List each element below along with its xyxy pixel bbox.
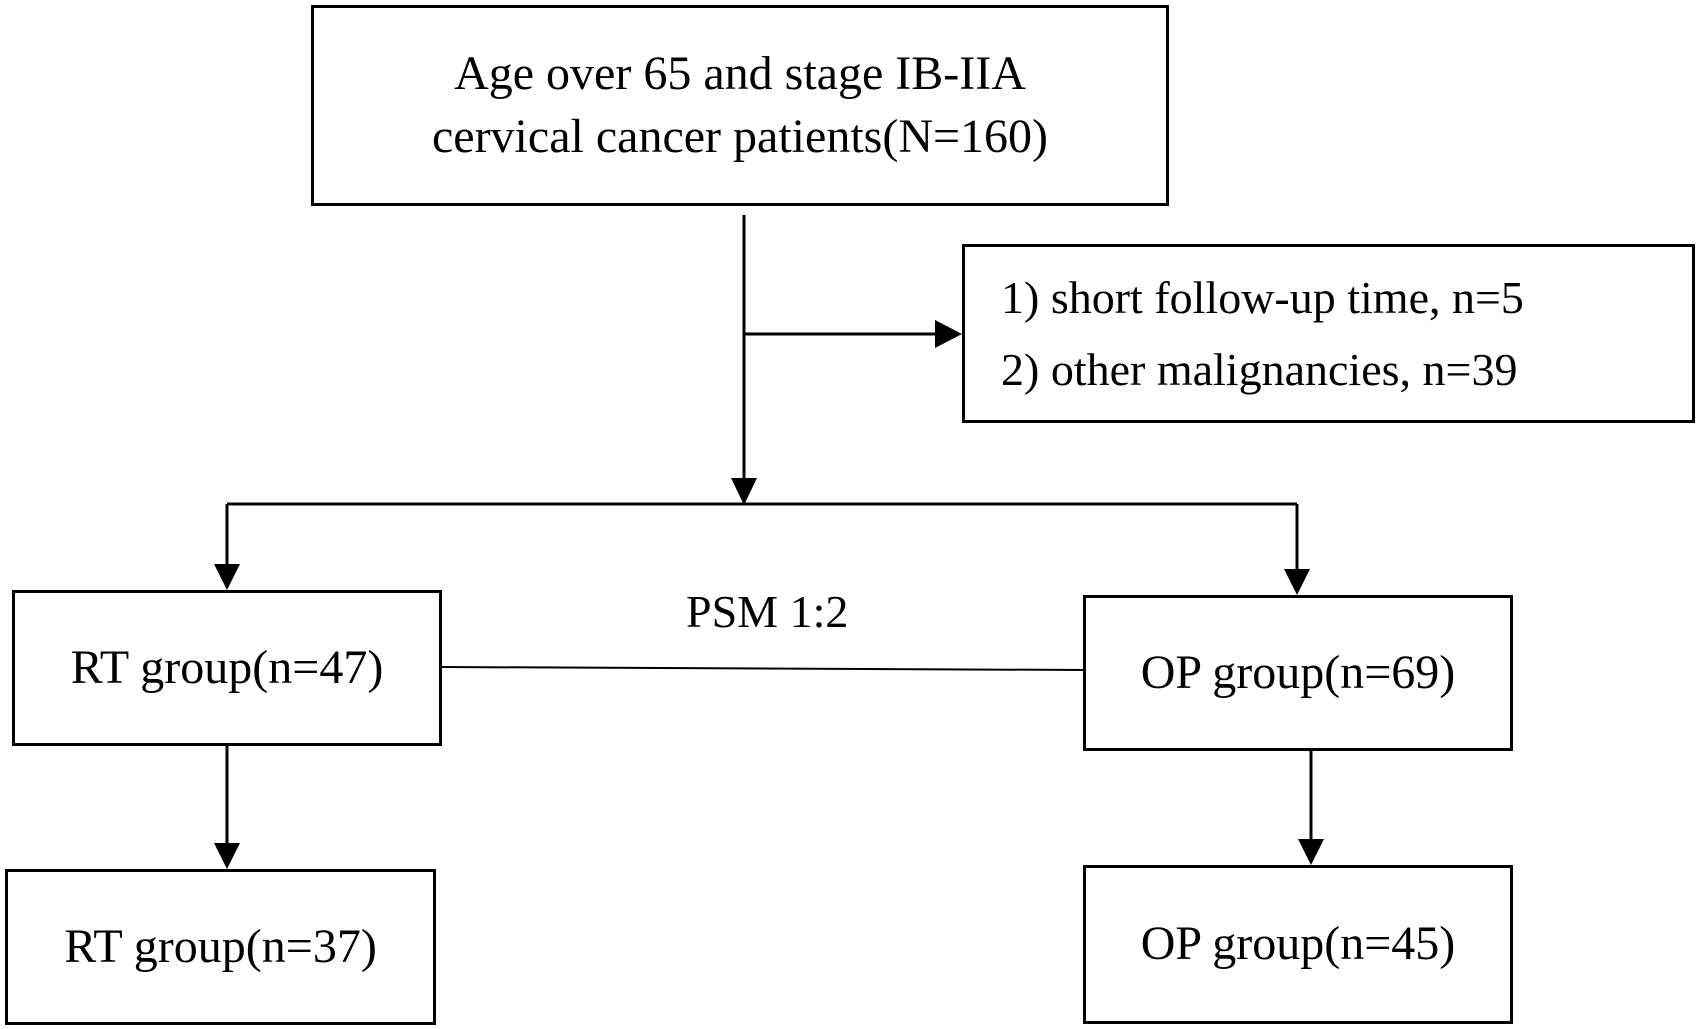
op-group-box: OP group(n=69): [1083, 595, 1513, 751]
psm-label: PSM 1:2: [686, 586, 849, 637]
exclusion-box: 1) short follow-up time, n=5 2) other ma…: [962, 244, 1695, 423]
op-matched-label: OP group(n=45): [1140, 917, 1456, 971]
psm-connector: [441, 666, 1084, 671]
exclusion-item-1: 1) short follow-up time, n=5: [1001, 272, 1524, 324]
exclusion-arrow-icon: [935, 320, 962, 348]
op-psm-arrow-icon: [1298, 839, 1324, 865]
op-group-label: OP group(n=69): [1140, 645, 1456, 699]
rt-psm-arrow-icon: [214, 843, 240, 869]
rt-group-box: RT group(n=47): [12, 590, 442, 746]
enrollment-line-2: cervical cancer patients(N=160): [431, 109, 1049, 163]
rt-branch-arrow-icon: [214, 564, 240, 590]
enrollment-line-1: Age over 65 and stage IB-IIA: [454, 47, 1026, 101]
rt-group-label: RT group(n=47): [70, 640, 384, 694]
enrollment-box: Age over 65 and stage IB-IIA cervical ca…: [311, 5, 1169, 206]
rt-matched-box: RT group(n=37): [5, 869, 436, 1025]
op-matched-box: OP group(n=45): [1083, 865, 1513, 1024]
exclusion-item-2: 2) other malignancies, n=39: [1001, 343, 1518, 395]
op-branch-arrow-icon: [1284, 569, 1310, 595]
trunk-arrow-icon: [731, 478, 757, 505]
rt-matched-label: RT group(n=37): [64, 919, 377, 973]
